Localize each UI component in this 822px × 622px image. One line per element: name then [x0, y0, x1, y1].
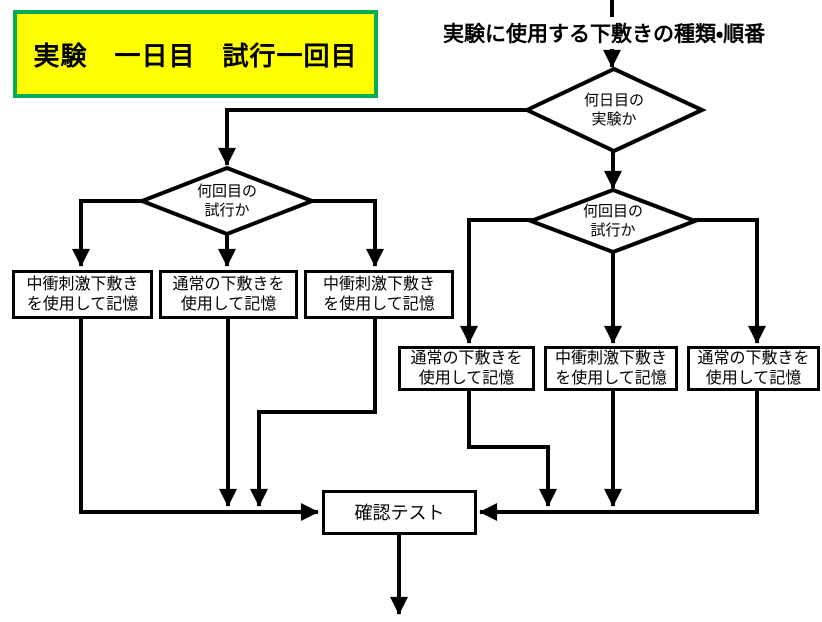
- decision-day-diamond: [522, 66, 707, 154]
- arrow-box-r1-to-merge: [467, 391, 557, 507]
- arrow-box-r3-to-test: [479, 391, 759, 521]
- memorize-box-right-1-line2: 使用して記憶: [418, 369, 515, 387]
- memorize-box-left-3: 中衝刺激下敷き を使用して記憶: [304, 270, 454, 319]
- memorize-box-left-3-line1: 中衝刺激下敷き: [322, 275, 435, 293]
- arrow-trial-left-to-box-l3: [310, 199, 384, 267]
- memorize-box-left-2-line1: 通常の下敷きを: [172, 275, 285, 293]
- arrow-box-l1-to-test: [79, 318, 319, 521]
- memorize-box-left-1: 中衝刺激下敷き を使用して記憶: [12, 270, 153, 319]
- decision-trial-left-diamond: [136, 165, 318, 237]
- arrow-box-l3-to-merge: [250, 318, 377, 507]
- memorize-box-left-3-line2: を使用して記憶: [323, 295, 435, 313]
- memorize-box-right-3-line2: 使用して記憶: [705, 369, 802, 387]
- arrow-trial-right-to-box-r1: [460, 218, 534, 344]
- memorize-box-left-2: 通常の下敷きを 使用して記憶: [159, 270, 298, 319]
- arrow-day-left-to-trial-left-decision: [218, 108, 529, 166]
- memorize-box-right-2: 中衝刺激下敷き を使用して記憶: [544, 346, 678, 391]
- confirm-test-label: 確認テスト: [354, 502, 445, 523]
- memorize-box-right-2-line2: を使用して記憶: [555, 369, 667, 387]
- confirm-test-box: 確認テスト: [322, 490, 477, 535]
- title-box: 実験 一日目 試行一回目: [13, 10, 378, 98]
- title-label: 実験 一日目 試行一回目: [33, 40, 358, 71]
- arrow-trial-left-to-box-l1: [72, 199, 146, 267]
- memorize-box-right-3: 通常の下敷きを 使用して記憶: [687, 346, 820, 391]
- memorize-box-left-1-line1: 中衝刺激下敷き: [26, 275, 139, 293]
- memorize-box-left-1-line2: を使用して記憶: [26, 295, 139, 313]
- memorize-box-left-2-line2: 使用して記憶: [180, 295, 277, 313]
- arrow-trial-right-to-box-r3: [694, 218, 766, 344]
- memorize-box-right-3-line1: 通常の下敷きを: [697, 349, 810, 367]
- memorize-box-right-1-line1: 通常の下敷きを: [410, 349, 523, 367]
- decision-trial-right-diamond: [525, 187, 701, 255]
- header-label: 実験に使用する下敷きの種類・順番: [441, 17, 768, 49]
- memorize-box-right-2-line1: 中衝刺激下敷き: [554, 349, 667, 367]
- memorize-box-right-1: 通常の下敷きを 使用して記憶: [398, 346, 535, 391]
